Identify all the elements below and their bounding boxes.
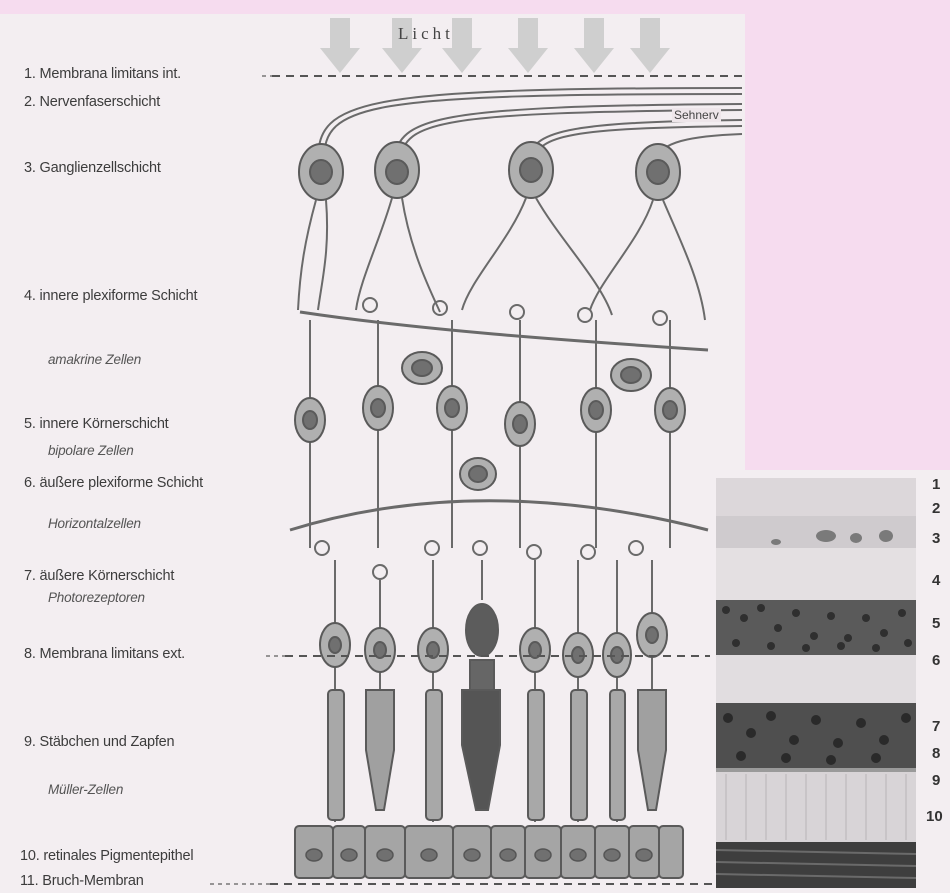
ganglion-cells [299,142,680,200]
mueller-label: Müller-Zellen [48,782,123,797]
inner-synapses [363,298,667,325]
outer-synapses [315,541,643,579]
amacrine-process [300,312,708,350]
layer-label-6: 6. äußere plexiforme Schicht [24,475,203,491]
layer-label-9: 9. Stäbchen und Zapfen [24,734,174,750]
micrograph-number-6: 6 [932,652,940,669]
retina-micrograph [716,478,916,888]
micrograph-image [716,478,916,888]
layer-label-4: 4. innere plexiforme Schicht [24,288,197,304]
micrograph-number-8: 8 [932,745,940,762]
layer-label-10: 10. retinales Pigmentepithel [20,848,193,864]
layer-label-5: 5. innere Körnerschicht [24,416,169,432]
bipolar-label: bipolare Zellen [48,443,134,458]
micrograph-number-9: 9 [932,772,940,789]
horizontal-label: Horizontalzellen [48,516,141,531]
micrograph-number-10: 10 [926,808,943,825]
layer-label-11: 11. Bruch-Membran [20,873,144,889]
layer-label-2: 2. Nervenfaserschicht [24,94,160,110]
micrograph-number-3: 3 [932,530,940,547]
layer-label-7: 7. äußere Körnerschicht [24,568,174,584]
ganglion-dendrites [298,198,705,320]
light-label: Licht [398,24,454,44]
photoreceptors [320,560,667,822]
layer-label-3: 3. Ganglienzellschicht [24,160,161,176]
micrograph-number-1: 1 [932,476,940,493]
horizontal-cell [460,458,496,490]
layer-label-8: 8. Membrana limitans ext. [24,646,185,662]
micrograph-number-4: 4 [932,572,940,589]
light-arrows [320,18,670,73]
layer-label-1: 1. Membrana limitans int. [24,66,181,82]
leader-lines [210,76,285,884]
outer-plexiform-process [290,501,708,530]
micrograph-number-5: 5 [932,615,940,632]
amacrine-label: amakrine Zellen [48,352,141,367]
amacrine-cells [402,352,651,391]
micrograph-number-7: 7 [932,718,940,735]
micrograph-number-2: 2 [932,500,940,517]
optic-nerve-label: Sehnerv [672,108,721,122]
photoreceptor-label: Photorezeptoren [48,590,145,605]
